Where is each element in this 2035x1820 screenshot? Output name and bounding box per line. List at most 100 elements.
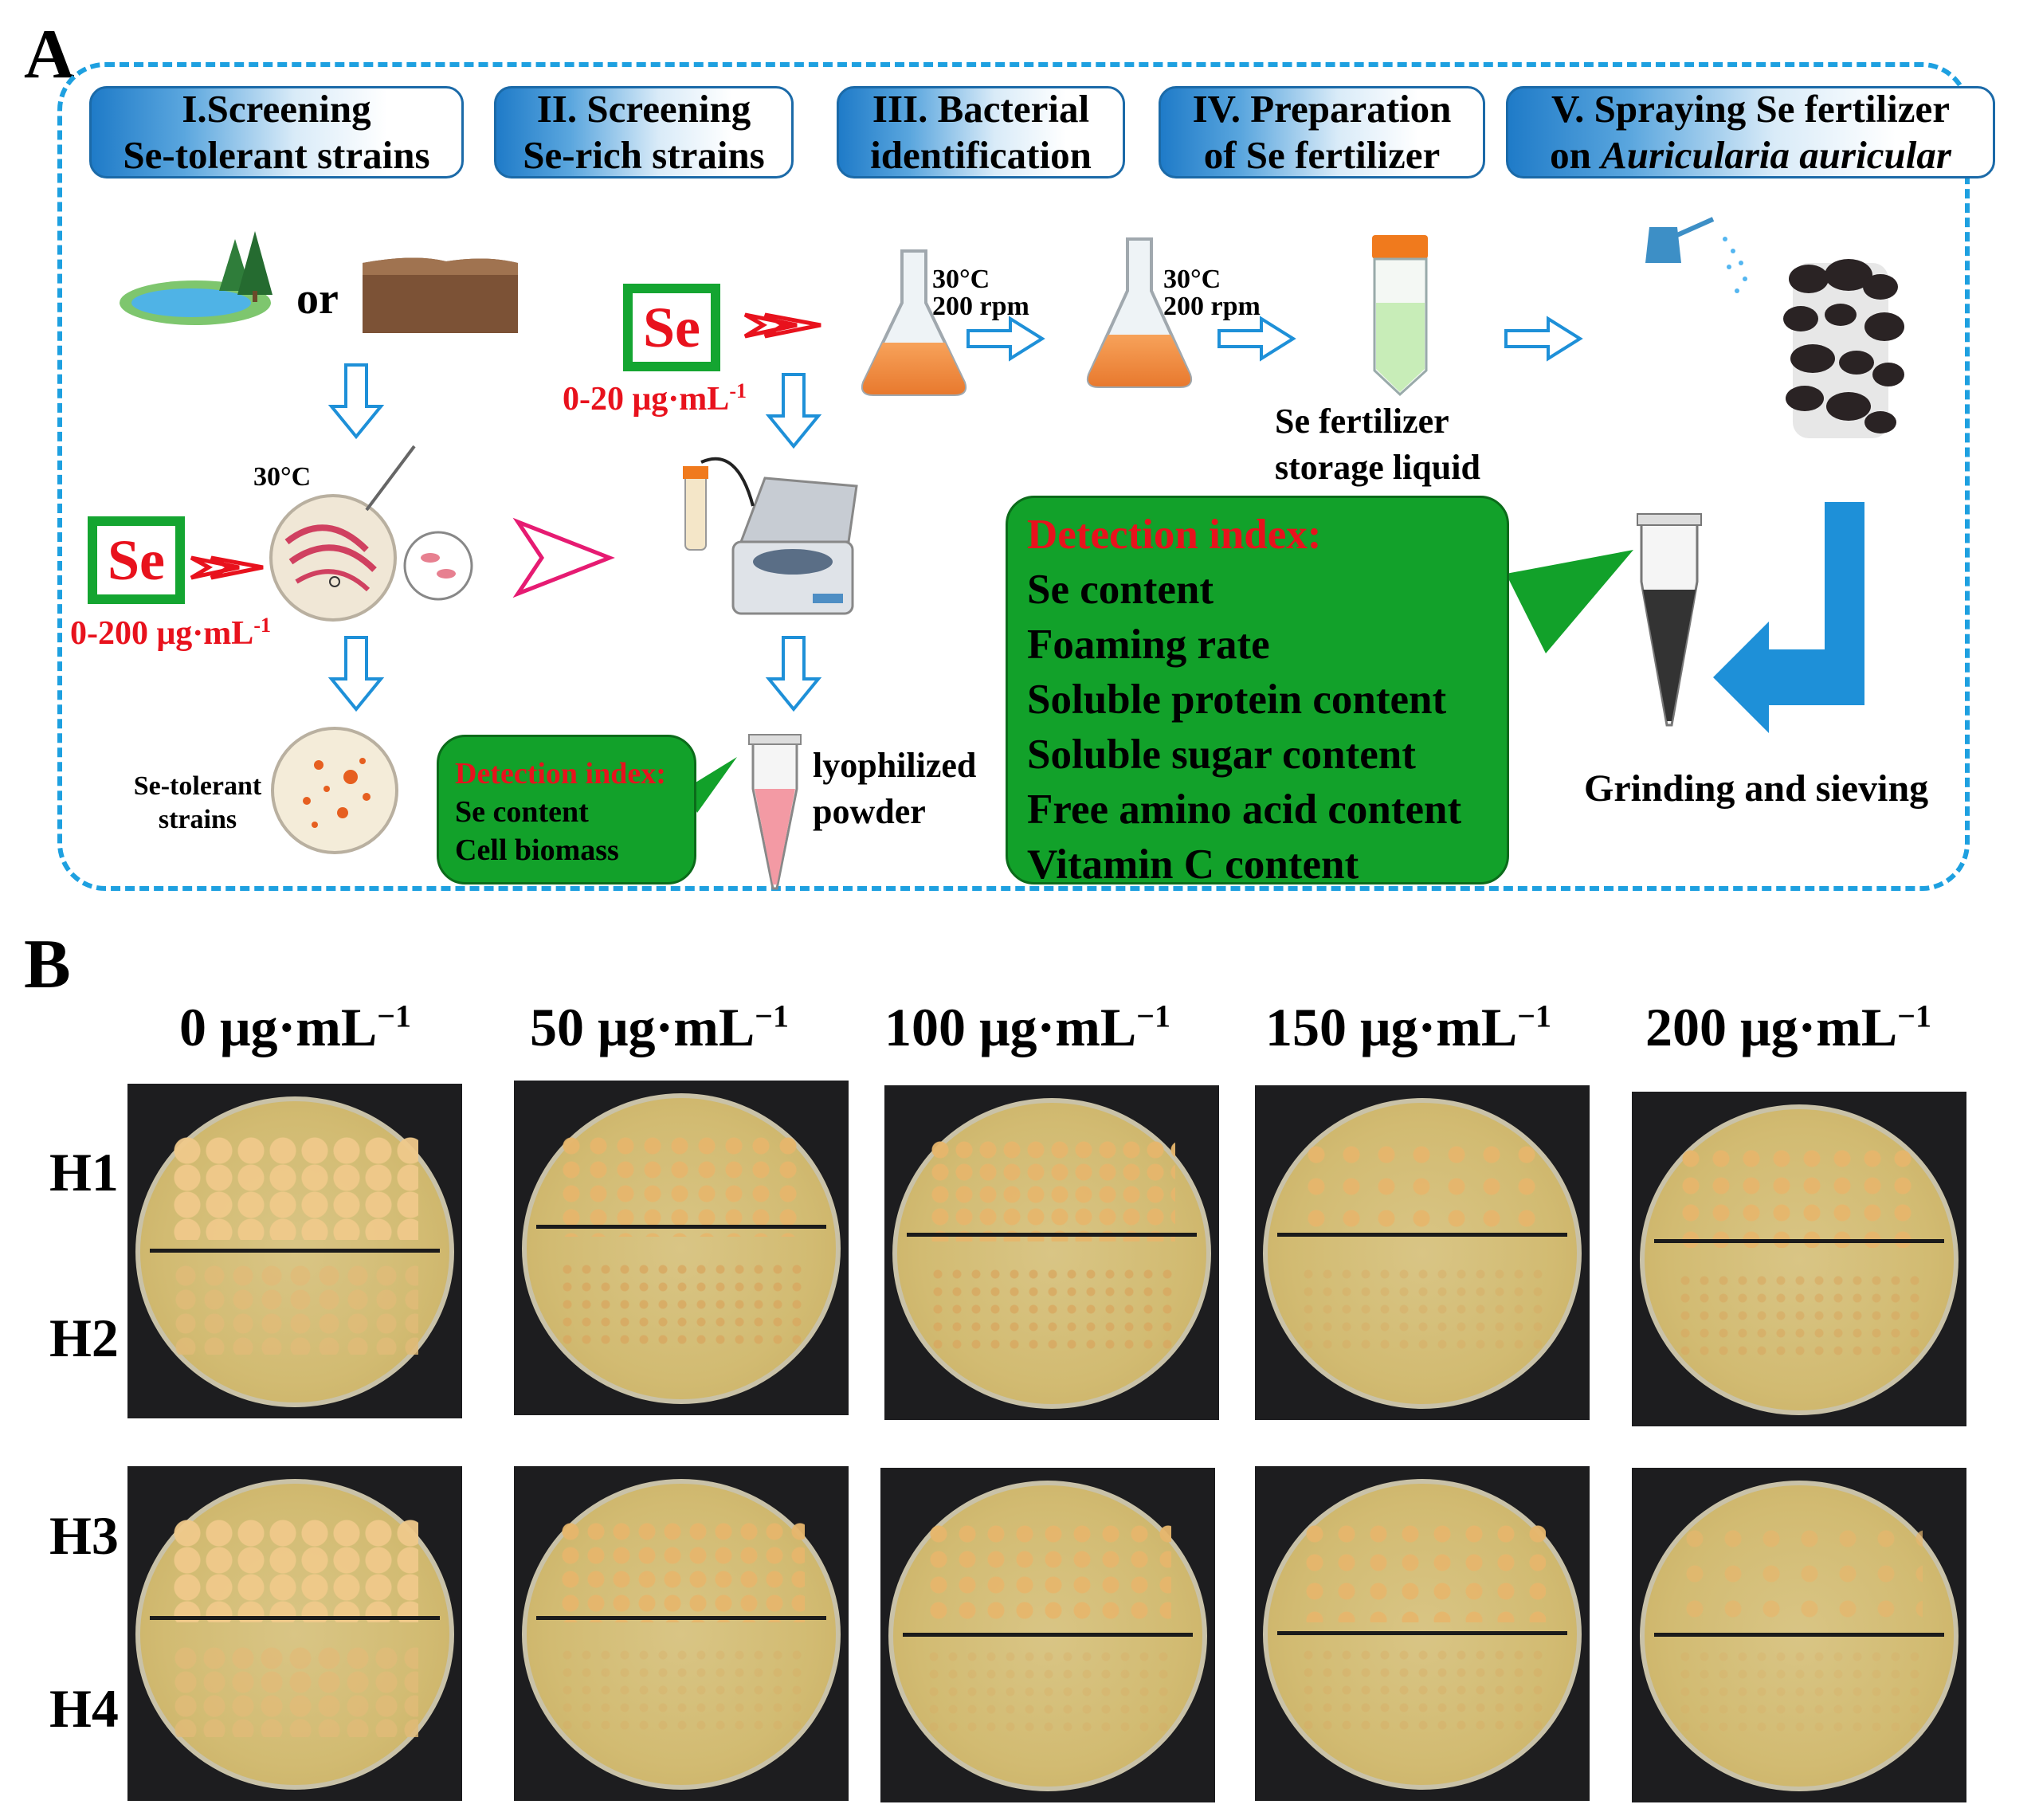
colony-plate-icon — [271, 727, 398, 854]
plate-photo-h3h4-100 — [880, 1468, 1215, 1802]
petri-dish — [892, 1098, 1211, 1409]
plate-photo-h1h2-200 — [1632, 1092, 1966, 1426]
big-detection-item: Foaming rate — [1027, 622, 1270, 668]
red-chevron-icon — [190, 312, 821, 580]
se-symbol-rich: Se — [643, 296, 700, 359]
small-detection-item: Cell biomass — [455, 834, 619, 867]
grinding-label: Grinding and sieving — [1584, 767, 1929, 810]
or-label: or — [296, 274, 339, 324]
storage-line1: Se fertilizer — [1275, 402, 1449, 441]
row-label-h3: H3 — [49, 1505, 119, 1566]
row-label-h4: H4 — [49, 1678, 119, 1739]
small-detection-header: Detection index: — [455, 757, 666, 790]
step-4-line2: of Se fertilizer — [1203, 133, 1441, 177]
step-4-box: IV. Preparation of Se fertilizer — [1159, 86, 1485, 178]
storage-label: Se fertilizer storage liquid — [1275, 398, 1480, 491]
petri-dish — [1263, 1479, 1582, 1790]
plate-photo-h3h4-150 — [1255, 1466, 1590, 1801]
petri-dish — [1263, 1098, 1582, 1409]
flask1-temp-label: 30°C — [932, 265, 990, 294]
se-tolerant-line1: Se-tolerant — [133, 771, 262, 801]
streak-plate-icon — [269, 445, 473, 622]
step-1-box: I.Screening Se-tolerant strains — [89, 86, 464, 178]
conc-tolerant-sup: -1 — [253, 614, 271, 637]
soil-icon — [363, 257, 518, 333]
step-4-line1: IV. Preparation — [1192, 87, 1452, 131]
blue-return-arrow-icon — [1713, 502, 1864, 733]
conc-label-0: 0 μg·mL−1 — [179, 996, 411, 1059]
conc-label-0-text: 0 μg·mL — [179, 997, 378, 1057]
flask2-rpm-label: 200 rpm — [1163, 292, 1261, 321]
conc-rich-sup: -1 — [729, 379, 747, 402]
step-5-box: V. Spraying Se fertilizer on Auricularia… — [1506, 86, 1995, 178]
flask1-rpm-label: 200 rpm — [932, 292, 1029, 321]
step-2-line1: II. Screening — [536, 87, 751, 131]
plate-photo-h1h2-0 — [127, 1084, 462, 1418]
flask-icon — [861, 249, 967, 396]
big-bubble-tail — [1506, 550, 1633, 653]
step-3-line2: identification — [870, 133, 1092, 177]
storage-line2: storage liquid — [1275, 448, 1480, 487]
big-detection-item: Soluble sugar content — [1027, 732, 1416, 778]
conc-tolerant-text: 0-200 μg·mL — [70, 615, 254, 652]
step-1-line2: Se-tolerant strains — [123, 133, 430, 177]
petri-dish — [522, 1479, 841, 1790]
se-box-rich: Se — [623, 284, 720, 371]
se-box-tolerant: Se — [88, 516, 185, 604]
conc-label-200: 200 μg·mL−1 — [1645, 996, 1931, 1059]
workflow-frame — [57, 62, 1970, 891]
pink-arrow-icon — [512, 517, 615, 598]
se-tolerant-label: Se-tolerant strains — [118, 770, 277, 837]
petri-dish — [1640, 1481, 1959, 1791]
flask2-temp-label: 30°C — [1163, 265, 1221, 294]
watering-can-icon — [1645, 217, 1747, 293]
arrow-down-icon — [327, 363, 822, 712]
petri-dish — [135, 1479, 454, 1790]
conc-label-100-text: 100 μg·mL — [884, 997, 1137, 1057]
lyophilized-line2: powder — [813, 792, 926, 831]
big-detection-item: Se content — [1027, 567, 1214, 613]
temp-plate-label: 30°C — [253, 462, 312, 492]
mushroom-log-icon — [1783, 259, 1904, 438]
conc-label-50: 50 μg·mL−1 — [530, 996, 789, 1059]
big-detection-item: Soluble protein content — [1027, 677, 1447, 723]
conc-label-200-sup: −1 — [1897, 998, 1932, 1034]
panel-b-letter: B — [24, 926, 71, 1003]
conc-rich-label: 0-20 μg·mL-1 — [563, 371, 747, 419]
small-detection-item: Se content — [455, 795, 589, 829]
petri-dish — [1640, 1104, 1959, 1415]
se-symbol-tolerant: Se — [108, 528, 165, 592]
petri-dish — [522, 1093, 841, 1404]
panel-a-illustrations — [120, 217, 1904, 890]
lyophilized-label: lyophilized powder — [813, 743, 976, 835]
small-bubble-tail — [685, 757, 737, 813]
step-5-line2-prefix: on — [1550, 133, 1602, 177]
plate-photo-h3h4-50 — [514, 1466, 849, 1801]
step-5-line2: on Auricularia auricular — [1508, 132, 1993, 178]
row-label-h1: H1 — [49, 1142, 119, 1202]
small-detection-bubble: Detection index: Se content Cell biomass — [437, 735, 696, 885]
plate-photo-h1h2-100 — [884, 1085, 1219, 1420]
arrow-right-icon — [967, 316, 1583, 362]
step-5-species: Auricularia auricular — [1601, 133, 1951, 177]
plate-photo-h3h4-200 — [1632, 1468, 1966, 1802]
step-5-line1: V. Spraying Se fertilizer — [1551, 87, 1950, 131]
step-3-line1: III. Bacterial — [872, 87, 1090, 131]
conc-label-200-text: 200 μg·mL — [1645, 997, 1898, 1057]
step-3-box: III. Bacterial identification — [837, 86, 1125, 178]
step-1-line1: I.Screening — [182, 87, 371, 131]
conc-tolerant-label: 0-200 μg·mL-1 — [70, 606, 271, 653]
petri-dish — [135, 1096, 454, 1407]
conc-label-0-sup: −1 — [377, 998, 412, 1034]
pond-icon — [120, 231, 273, 325]
flask-icon — [1086, 237, 1193, 388]
se-tolerant-line2: strains — [158, 805, 237, 834]
conc-label-50-sup: −1 — [755, 998, 790, 1034]
plate-photo-h3h4-0 — [127, 1466, 462, 1801]
big-detection-header: Detection index: — [1027, 512, 1322, 558]
big-detection-item: Vitamin C content — [1027, 841, 1359, 888]
lyophilized-line1: lyophilized — [813, 746, 977, 785]
conc-label-150-text: 150 μg·mL — [1265, 997, 1518, 1057]
big-detection-item: Free amino acid content — [1027, 786, 1462, 833]
plate-photo-h1h2-150 — [1255, 1085, 1590, 1420]
